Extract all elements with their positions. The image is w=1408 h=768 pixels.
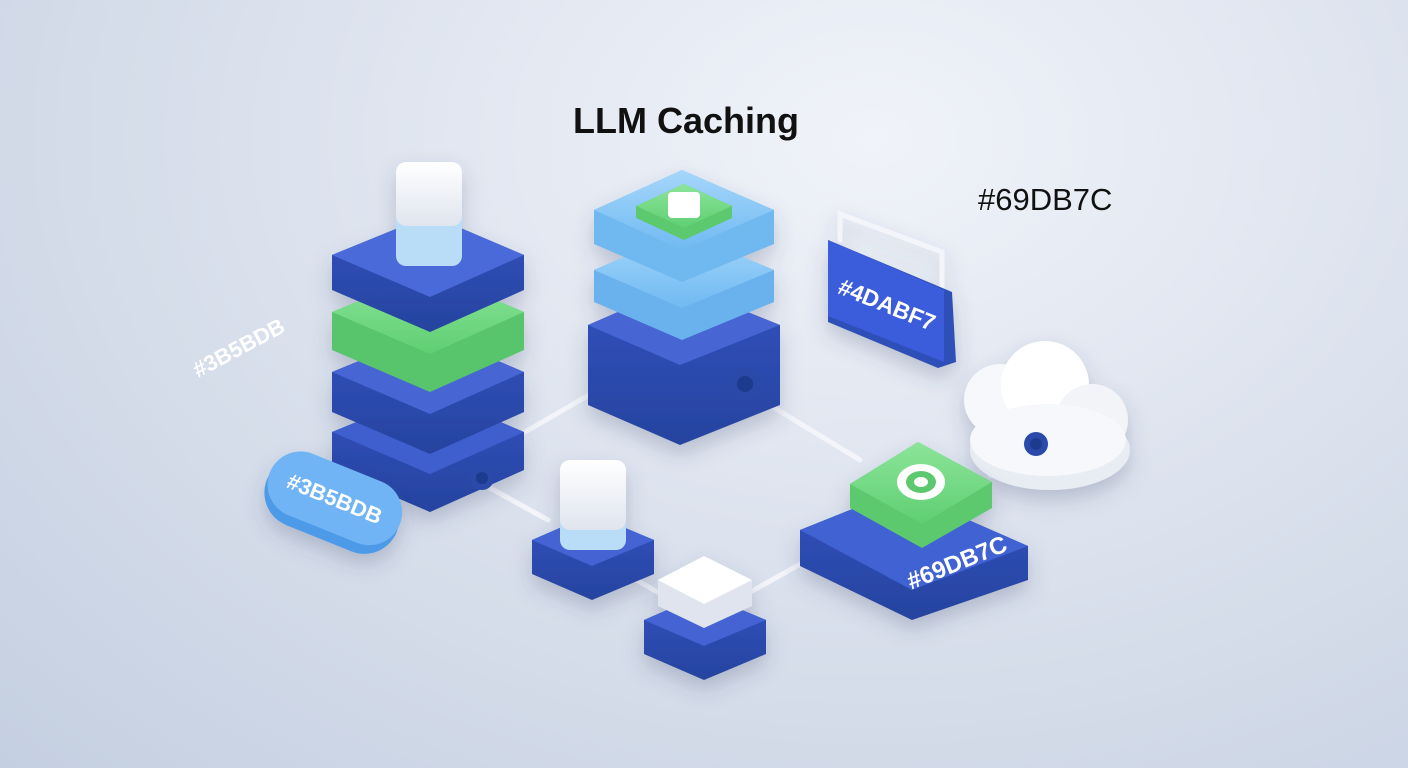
cache-node-2 [644, 556, 766, 680]
color-pill-left: #3B5BDB [264, 451, 403, 554]
target-icon [897, 464, 945, 500]
cache-node-1 [532, 460, 654, 600]
color-code-label-left: #3B5BDB [189, 313, 289, 382]
llm-server [588, 170, 780, 445]
cloud-icon [964, 341, 1130, 490]
hanging-sign: #4DABF7 [828, 210, 956, 368]
cache-stack-left [332, 162, 524, 512]
chip-icon [636, 184, 732, 240]
router-gateway: #69DB7C [800, 442, 1028, 620]
link-stack-to-node [487, 485, 551, 523]
page-title: LLM Caching [573, 100, 799, 141]
color-code-label-top-right: #69DB7C [978, 182, 1113, 217]
